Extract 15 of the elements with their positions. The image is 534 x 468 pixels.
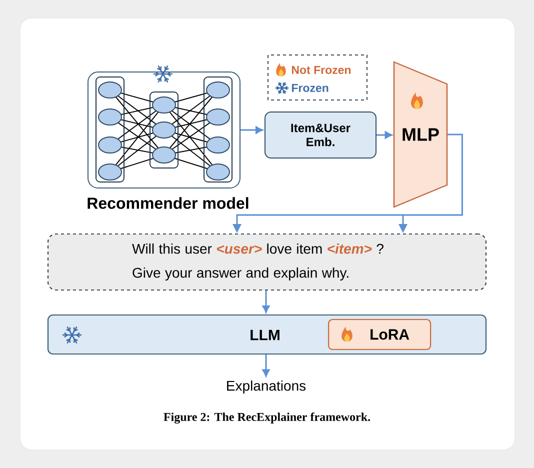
arrow — [262, 290, 270, 313]
output-text: Explanations — [227, 380, 306, 394]
mlp-trapezoid: MLP — [393, 61, 448, 208]
process-box: Item&User Emb. — [264, 112, 376, 158]
arrow — [376, 131, 392, 139]
arrow — [262, 354, 270, 377]
legend-label: Not Frozen — [292, 66, 351, 74]
arrow — [232, 134, 463, 233]
lora-box: LoRA — [328, 318, 432, 350]
prompt-box: Will this user <user> love item <item> ? Give your answer and explain why. — [47, 233, 487, 291]
model-label: Recommender model — [88, 197, 248, 209]
legend-label: Frozen — [292, 84, 328, 92]
neural-network-drawing — [88, 72, 240, 188]
caption: Figure 2: The RecExplainer framework. — [164, 412, 370, 424]
arrow — [240, 126, 263, 134]
